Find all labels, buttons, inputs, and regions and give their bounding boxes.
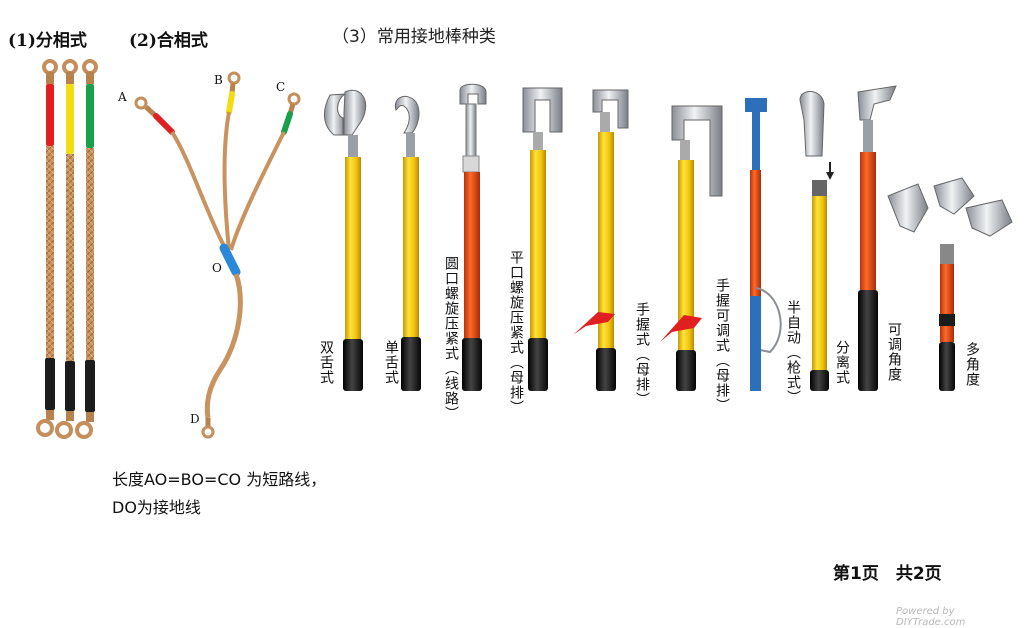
point-label-b: B <box>214 73 223 87</box>
point-label-o: O <box>212 261 222 275</box>
note-line-1: 长度AO=BO=CO 为短路线， <box>112 470 327 489</box>
watermark: Powered by DIYTrade.com <box>896 606 966 628</box>
rod-label-multi-angle: 多角度 <box>964 342 980 387</box>
rod-label-round-screw: 圆口螺旋压紧式（线路） <box>443 256 459 421</box>
rod-multi-angle <box>887 177 1013 391</box>
rod-label-double-hook: 双舌式 <box>318 340 334 385</box>
point-label-c: C <box>276 80 286 94</box>
combined-phase-cable <box>134 71 301 439</box>
cable-red <box>36 59 58 437</box>
cable-yellow <box>55 59 78 439</box>
rod-double-hook <box>324 89 367 391</box>
rod-label-separable: 分离式 <box>834 340 850 385</box>
rod-round-screw-clamp <box>459 83 487 391</box>
point-label-d: D <box>190 412 200 426</box>
heading-combined-phase: (2)合相式 <box>129 31 208 51</box>
heading-split-phase: (1)分相式 <box>8 31 87 51</box>
rod-separable <box>799 91 834 391</box>
split-phase-cables <box>36 59 98 439</box>
rod-c-clamp <box>573 89 629 391</box>
rod-label-single-hook: 单舌式 <box>383 340 399 385</box>
rod-gun-type <box>745 98 782 391</box>
rod-label-adjustable-c-clamp: 手握可调式（母排） <box>714 278 730 413</box>
page-indicator: 第1页 共2页 <box>833 564 942 584</box>
rod-single-hook <box>394 95 421 391</box>
rod-label-gun-type: 半自动（枪式） <box>785 300 801 405</box>
heading-common-rods: （3）常用接地棒种类 <box>332 27 496 47</box>
note-line-2: DO为接地线 <box>112 498 201 517</box>
rod-label-flat-screw: 平口螺旋压紧式（母排） <box>508 250 524 415</box>
rod-flat-screw-clamp <box>522 87 563 391</box>
rod-adjustable-c-clamp <box>660 105 723 391</box>
point-label-a: A <box>118 90 127 104</box>
rod-label-adjustable-angle: 可调角度 <box>886 322 902 382</box>
rod-label-c-clamp: 手握式（母排） <box>634 302 650 407</box>
cable-green <box>75 59 98 439</box>
rod-adjustable-angle <box>857 85 897 391</box>
